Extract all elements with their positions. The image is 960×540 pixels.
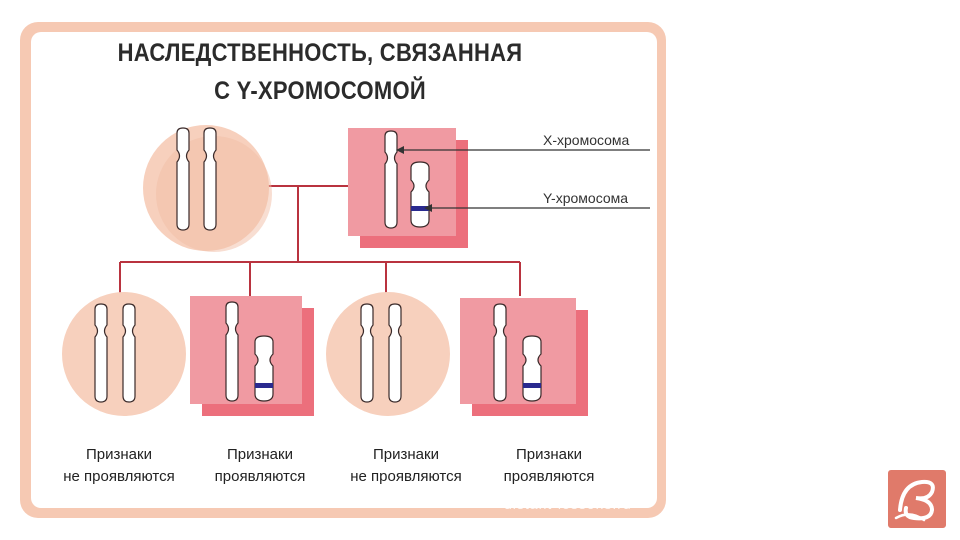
x-chromosome <box>225 301 239 402</box>
offspring-female-2 <box>326 292 450 416</box>
x-arrowhead <box>396 146 404 154</box>
offspring-male-2 <box>460 298 588 416</box>
diagram-title: НАСЛЕДСТВЕННОСТЬ, СВЯЗАННАЯ С Y-ХРОМОСОМ… <box>91 34 549 110</box>
x-chromosome <box>176 127 190 231</box>
caption-line: проявляются <box>503 468 595 485</box>
caption-line: не проявляются <box>350 468 462 485</box>
caption-line: не проявляются <box>63 468 175 485</box>
caption-line: Признаки <box>373 446 439 463</box>
offspring-2-caption: Признаки проявляются <box>185 444 335 488</box>
offspring-male-1 <box>190 296 314 416</box>
x-chromosome-label: X-хромосома <box>543 132 630 148</box>
offspring-1-caption: Признаки не проявляются <box>44 444 194 488</box>
x-chromosome <box>122 303 136 403</box>
x-chromosome <box>384 130 398 229</box>
caption-line: Признаки <box>86 446 152 463</box>
y-arrowhead <box>424 204 432 212</box>
y-gene-marker <box>523 383 541 388</box>
watermark: distant-lessons.ru <box>504 496 632 512</box>
y-chromosome-label: Y-хромосома <box>543 190 629 206</box>
x-chromosome <box>388 303 402 403</box>
brand-logo <box>888 470 946 528</box>
x-chromosome <box>493 303 507 402</box>
label-pointers <box>400 149 650 209</box>
caption-line: Признаки <box>516 446 582 463</box>
x-chromosome <box>360 303 374 403</box>
offspring-female-1 <box>62 292 186 416</box>
diagram-panel <box>31 32 657 508</box>
title-line-1: НАСЛЕДСТВЕННОСТЬ, СВЯЗАННАЯ <box>117 39 523 67</box>
logo-icon <box>894 479 935 522</box>
x-chromosome <box>203 127 217 231</box>
y-chromosome <box>254 335 274 402</box>
title-line-2: С Y-ХРОМОСОМОЙ <box>214 77 426 105</box>
female-parent <box>143 125 272 252</box>
caption-line: Признаки <box>227 446 293 463</box>
y-chromosome <box>522 335 542 402</box>
x-chromosome <box>94 303 108 403</box>
y-gene-marker <box>411 206 429 211</box>
caption-line: проявляются <box>214 468 306 485</box>
y-gene-marker <box>255 383 273 388</box>
offspring-4-caption: Признаки проявляются <box>474 444 624 488</box>
male-parent <box>348 128 468 248</box>
y-chromosome <box>410 161 430 228</box>
pedigree-lines <box>119 185 521 296</box>
offspring-3-caption: Признаки не проявляются <box>331 444 481 488</box>
